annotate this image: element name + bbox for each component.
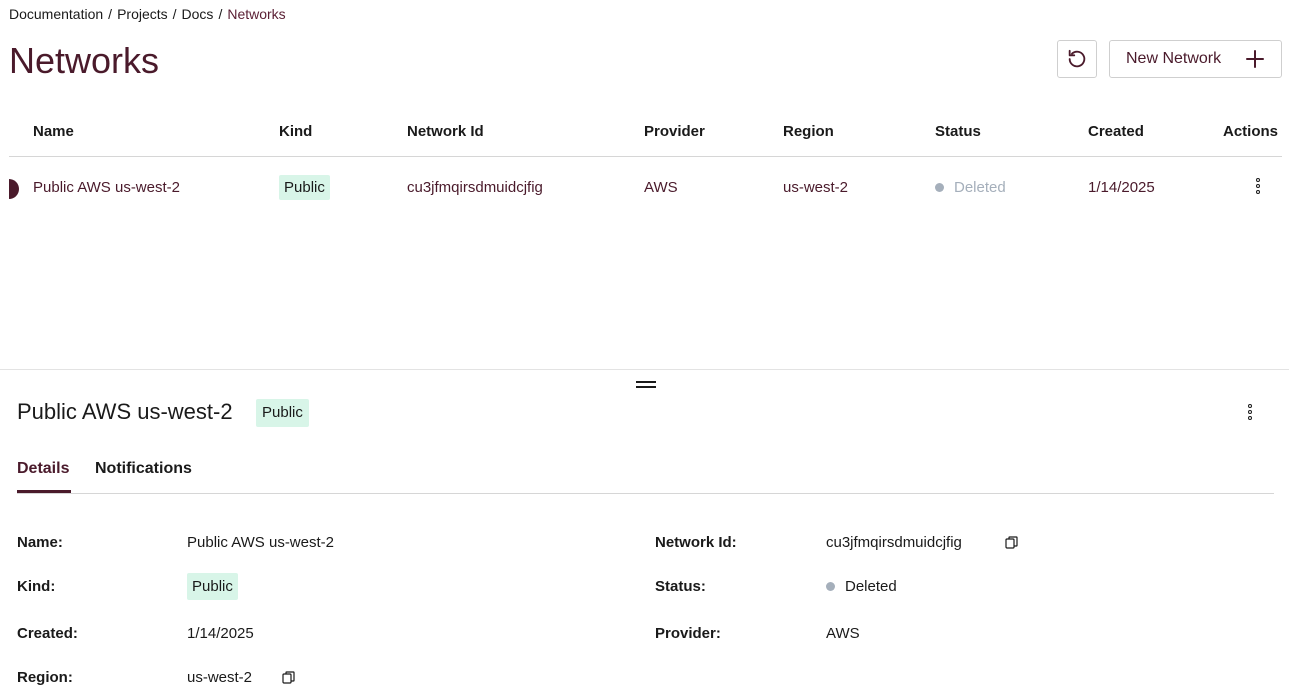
kind-value-badge: Public [187,573,238,600]
kind-label: Kind: [17,578,56,595]
new-network-label: New Network [1126,50,1222,67]
active-tab-indicator [17,490,71,493]
refresh-icon [1068,49,1086,68]
cell-created: 1/14/2025 [1088,179,1155,196]
provider-label: Provider: [655,625,721,642]
cell-provider: AWS [644,179,678,196]
cell-kind-badge: Public [279,175,330,200]
detail-title: Public AWS us-west-2 [17,399,233,424]
breadcrumb-networks: Networks [227,6,286,22]
breadcrumb: Documentation/Projects/Docs/Networks [9,6,286,22]
column-header-region[interactable]: Region [783,123,834,140]
cell-status: Deleted [935,179,1006,196]
network-id-label: Network Id: [655,534,737,551]
region-label: Region: [17,669,73,686]
column-header-status[interactable]: Status [935,123,981,140]
created-value: 1/14/2025 [187,625,254,642]
cell-name[interactable]: Public AWS us-west-2 [33,179,180,196]
refresh-button[interactable] [1057,40,1097,78]
name-label: Name: [17,534,63,551]
column-header-network-id[interactable]: Network Id [407,123,484,140]
name-value: Public AWS us-west-2 [187,534,334,551]
status-label: Deleted [954,179,1006,196]
breadcrumb-projects[interactable]: Projects [117,6,168,22]
drag-handle-icon[interactable] [636,381,656,390]
breadcrumb-separator: / [218,6,223,22]
row-actions-kebab-icon[interactable] [1256,178,1260,194]
network-id-value: cu3jfmqirsdmuidcjfig [826,534,962,551]
networks-table: Name Kind Network Id Provider Region Sta… [9,112,1282,219]
cell-region: us-west-2 [783,179,849,196]
provider-value: AWS [826,625,860,642]
column-header-name[interactable]: Name [33,123,74,140]
breadcrumb-separator: / [172,6,177,22]
breadcrumb-separator: / [108,6,113,22]
region-value: us-west-2 [187,669,253,686]
panel-divider [0,369,1289,370]
column-header-kind[interactable]: Kind [279,123,313,140]
detail-actions-kebab-icon[interactable] [1248,404,1252,420]
status-value: Deleted [826,578,897,595]
table-row[interactable]: Public AWS us-west-2 Public cu3jfmqirsdm… [9,157,1282,219]
column-header-actions: Actions [1223,123,1279,140]
column-header-created[interactable]: Created [1088,123,1144,140]
new-network-button[interactable]: New Network [1109,40,1282,78]
breadcrumb-docs[interactable]: Docs [181,6,214,22]
tab-details[interactable]: Details [17,460,70,477]
status-label-field: Status: [655,578,706,595]
tab-notifications[interactable]: Notifications [95,460,192,477]
plus-icon [1246,50,1264,68]
table-header: Name Kind Network Id Provider Region Sta… [9,112,1282,157]
page-title: Networks [9,40,160,81]
breadcrumb-documentation[interactable]: Documentation [9,6,104,22]
detail-tabs: Details Notifications [17,450,1274,494]
detail-kind-badge: Public [256,399,309,427]
created-label: Created: [17,625,78,642]
status-value-text: Deleted [845,578,897,595]
status-dot-icon [826,582,835,591]
copy-region-icon[interactable] [282,671,295,684]
status-dot-icon [935,183,944,192]
cell-network-id: cu3jfmqirsdmuidcjfig [407,179,543,196]
copy-network-id-icon[interactable] [1005,536,1018,549]
row-selected-indicator [9,179,19,199]
column-header-provider[interactable]: Provider [644,123,705,140]
